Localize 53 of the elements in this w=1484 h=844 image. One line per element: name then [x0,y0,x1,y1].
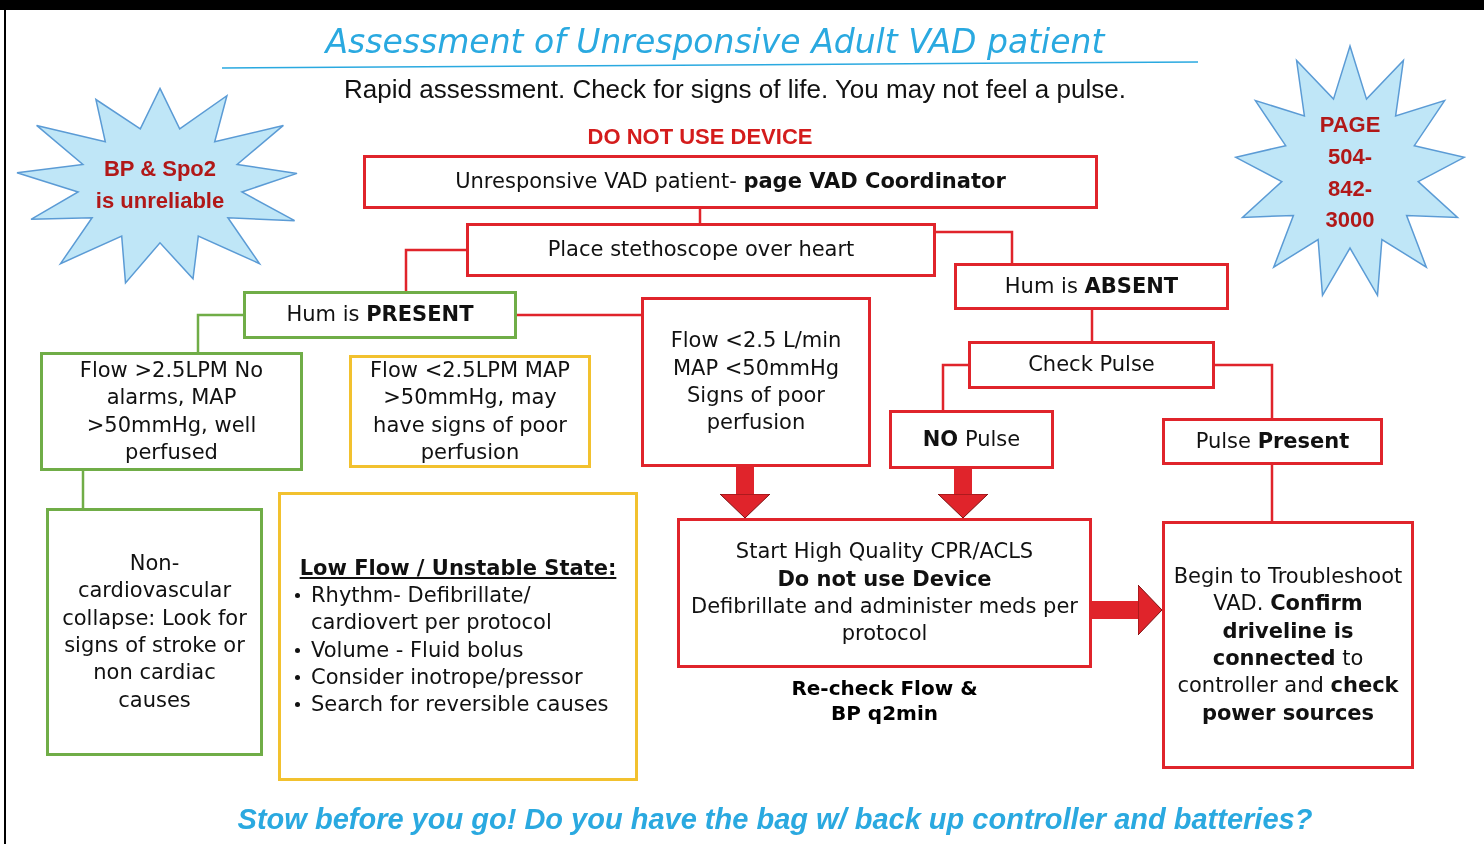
condition-box [40,352,303,471]
connector-line [81,471,85,508]
connector-line [517,313,641,317]
box-text: Unresponsive VAD patient- page VAD Coordinator [455,168,1006,196]
box-text: Check Pulse [1028,351,1155,379]
bullet-item: Search for reversible causes [289,691,627,719]
box-text: BP & Spo2 is unreliable [95,155,225,215]
box-text: Non-cardiovascular collapse: Look for signs of stroke or non cardiac causes [61,550,248,714]
action-box [278,492,638,781]
connector-line [1270,465,1274,521]
bullet-item: Rhythm- Defibrillate/ cardiovert per protocol [289,581,627,637]
caption: Stow before you go! Do you have the bag w/ back up controller and batteries? [236,803,1314,836]
box-text: Start High Quality CPR/ACLS [735,538,1034,566]
box-text: PAGE 504-842-3000 [1318,110,1382,235]
box-text: Begin to Troubleshoot VAD. Confirm driveline is connected to controller and check power sources [1173,563,1403,727]
process-box [466,223,936,277]
process-box [954,263,1229,310]
box-text: Flow <2.5 L/min MAP <50mmHg Signs of poor perfusion [669,327,843,437]
action-box [677,518,1092,668]
condition-box [349,355,591,468]
title: Assessment of Unresponsive Adult VAD patient [323,22,1107,62]
box-text: Flow <2.5LPM MAP >50mmHg, may have signs of poor perfusion [369,356,571,466]
box-text: Hum is ABSENT [1004,272,1179,300]
connector-line [941,363,968,410]
process-box [889,410,1054,469]
connector-line [196,313,243,352]
block-arrow [719,467,771,519]
warning-heading: DO NOT USE DEVICE [586,124,814,150]
connector-line [936,230,1014,263]
action-box [46,508,263,756]
process-box [968,341,1215,389]
condition-box [641,297,871,467]
connector-line [404,248,466,291]
box-text: Place stethoscope over heart [547,236,855,264]
process-box [243,291,517,339]
box-text: NO Pulse [922,425,1021,453]
process-box [1162,418,1383,465]
process-box [363,155,1098,209]
box-text: Hum is PRESENT [286,301,474,329]
block-arrow [1092,584,1163,636]
box-text: Flow >2.5LPM No alarms, MAP >50mmHg, well perfused [78,356,265,466]
box-text: Defibrillate and administer meds per protocol [690,593,1079,648]
box-text: Do not use Device [777,565,992,593]
connector-line [1215,363,1274,418]
box-heading: Low Flow / Unstable State: [299,554,617,582]
box-text: Pulse Present [1195,427,1350,455]
beside-note: Re-check Flow & BP q2min [790,676,979,726]
connector-line [1090,310,1094,341]
bullet-item: Volume - Fluid bolus [289,636,627,664]
bullet-item: Consider inotrope/pressor [289,663,627,692]
action-box [1162,521,1414,769]
subtitle: Rapid assessment. Check for signs of life. You may not feel a pulse. [343,74,1127,105]
block-arrow [937,469,989,519]
